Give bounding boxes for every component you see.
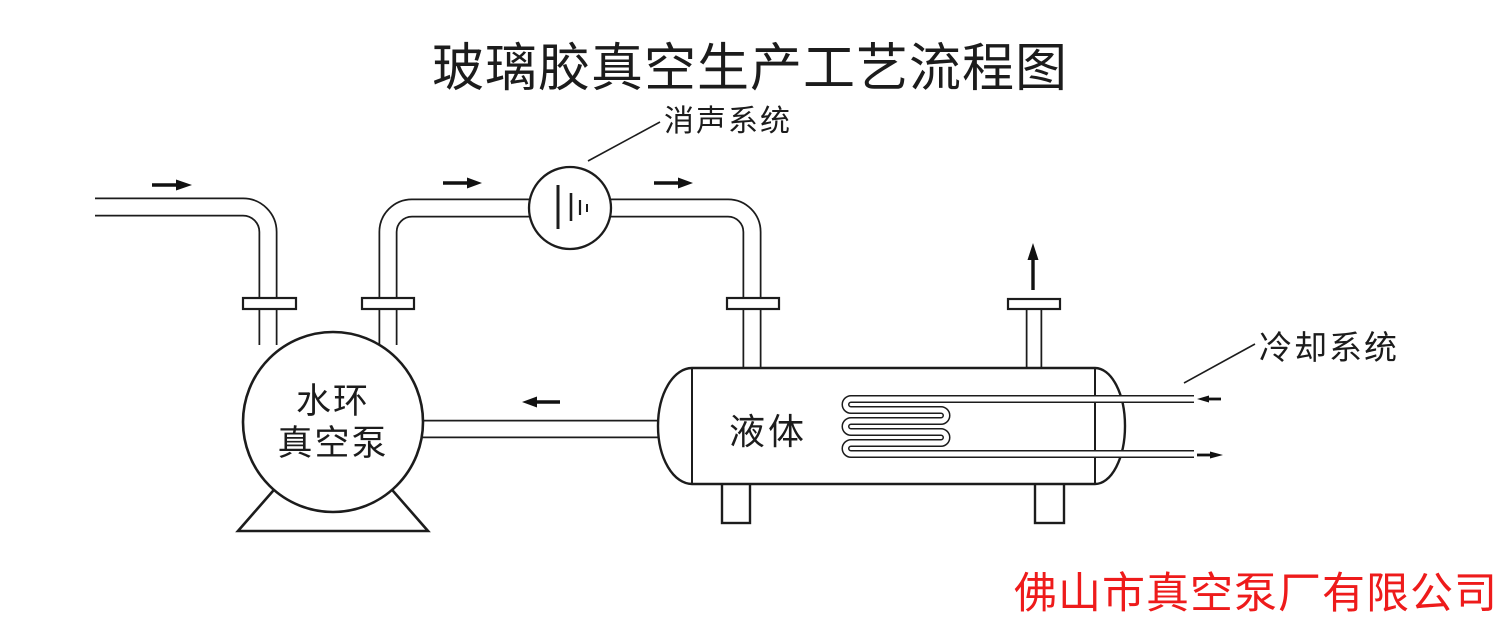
pipe-inlet bbox=[92, 197, 278, 345]
flow-arrow-inlet bbox=[152, 179, 192, 191]
diagram-title: 玻璃胶真空生产工艺流程图 bbox=[431, 41, 1068, 98]
leader-lines bbox=[587, 121, 1256, 384]
flow-arrow-coolant-out bbox=[1197, 451, 1223, 459]
pump-label: 水环 真空泵 bbox=[233, 381, 433, 465]
flow-arrow-to-silencer bbox=[443, 177, 482, 189]
flow-arrow-coolant-in bbox=[1197, 395, 1221, 403]
pump-body bbox=[241, 330, 425, 514]
silencer-label: 消声系统 bbox=[664, 105, 792, 138]
flow-arrow-tank-to-pump bbox=[522, 396, 560, 408]
silencer-icon bbox=[527, 165, 613, 251]
flow-arrow-vent-up bbox=[1027, 243, 1039, 290]
company-name: 佛山市真空泵厂有限公司 bbox=[1014, 571, 1498, 618]
pipe-flanges bbox=[241, 296, 1062, 311]
cooling-system-label: 冷却系统 bbox=[1259, 331, 1399, 367]
flow-arrow-from-silencer bbox=[654, 177, 693, 189]
cooling-coil bbox=[841, 395, 1196, 458]
tank-legs bbox=[720, 478, 1066, 525]
pump-label-line1: 水环 bbox=[295, 382, 370, 421]
pump-label-line2: 真空泵 bbox=[277, 424, 389, 463]
tank-liquid-label: 液体 bbox=[729, 412, 808, 452]
